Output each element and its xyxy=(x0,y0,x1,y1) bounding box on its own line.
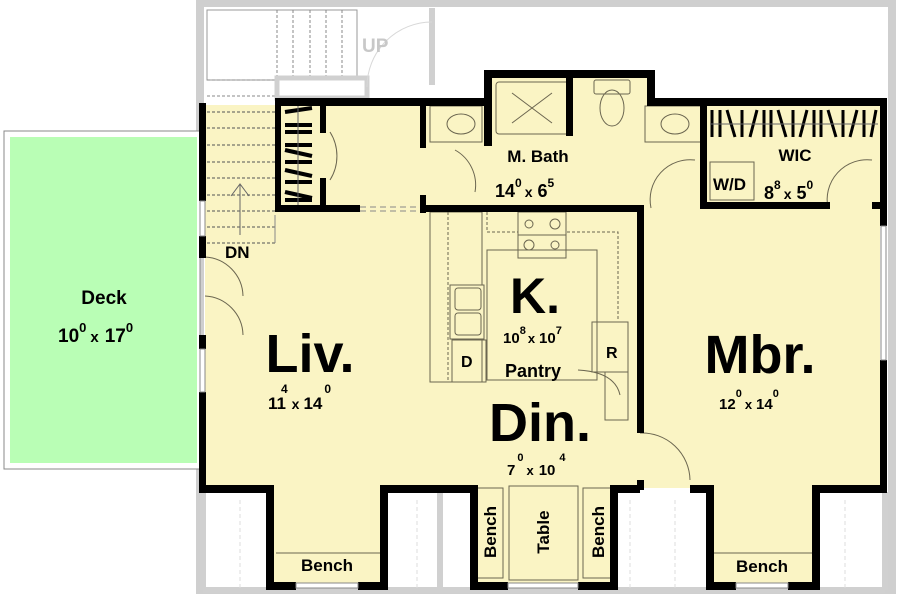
door-swings xyxy=(204,131,691,481)
deck-name: Deck xyxy=(81,288,127,309)
master-bath-name: M. Bath xyxy=(507,147,568,166)
walls xyxy=(199,70,887,590)
bench-master: Bench xyxy=(736,557,788,576)
stair-down: DN xyxy=(207,111,276,262)
dishwasher-label: D xyxy=(461,354,473,371)
refrigerator-label: R xyxy=(606,345,618,362)
dining-table: Table xyxy=(534,510,553,553)
stairs-up-label: UP xyxy=(362,36,389,57)
kitchen-fixtures xyxy=(429,211,629,421)
pantry-label: Pantry xyxy=(505,361,561,381)
master-bedroom-name: Mbr. xyxy=(704,325,815,385)
stairs-down-label: DN xyxy=(225,243,250,262)
coat-closet xyxy=(284,104,313,208)
bench-dining-left: Bench xyxy=(481,506,500,558)
wic-name: WIC xyxy=(778,146,811,165)
windows xyxy=(199,200,887,589)
washer-dryer-label: W/D xyxy=(713,175,746,194)
kitchen-name: K. xyxy=(510,268,560,324)
dining-name: Din. xyxy=(489,393,591,453)
living-name: Liv. xyxy=(265,324,354,384)
bench-living: Bench xyxy=(301,556,353,575)
bench-dining-right: Bench xyxy=(589,506,608,558)
bath-fixtures xyxy=(429,79,873,209)
